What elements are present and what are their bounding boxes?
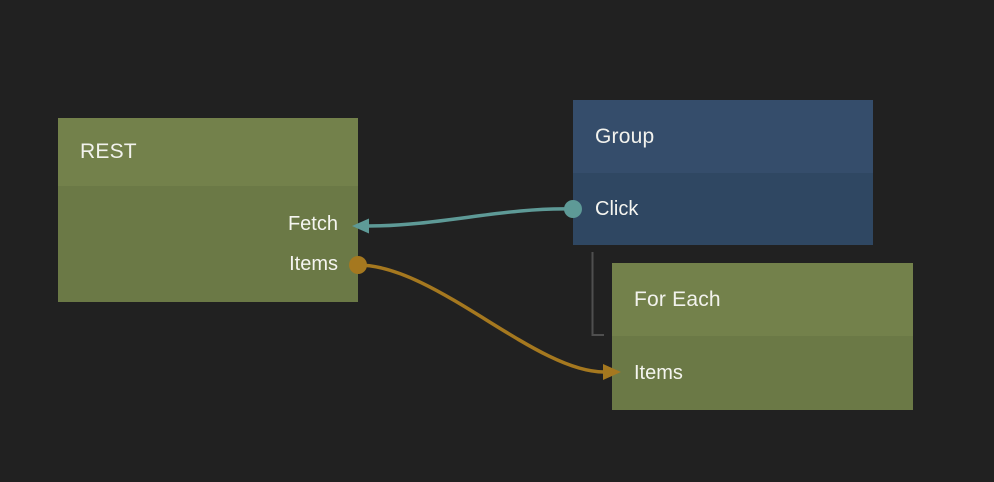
port-foreach-items-label: Items xyxy=(634,361,683,384)
node-foreach-header[interactable]: For Each xyxy=(612,263,913,336)
node-group-title: Group xyxy=(595,124,655,148)
connection-wire[interactable] xyxy=(366,207,575,228)
port-foreach-items[interactable]: Items xyxy=(612,353,913,393)
node-rest-header[interactable]: REST xyxy=(58,118,358,186)
node-rest-title: REST xyxy=(80,140,137,163)
port-rest-items-label: Items xyxy=(289,252,338,275)
port-group-click[interactable]: Click xyxy=(573,189,873,229)
node-foreach-title: For Each xyxy=(634,287,721,311)
connection-wire[interactable] xyxy=(356,263,606,374)
port-rest-fetch[interactable]: Fetch xyxy=(58,204,358,244)
hierarchy-link-group-foreach xyxy=(591,252,604,336)
port-group-click-label: Click xyxy=(595,197,639,220)
node-rest[interactable]: REST Fetch Items xyxy=(58,118,358,302)
port-rest-items[interactable]: Items xyxy=(58,244,358,284)
connection-rest-items-to-foreach-items[interactable] xyxy=(349,256,621,380)
node-group-body: Click xyxy=(573,173,873,245)
node-rest-body: Fetch Items xyxy=(58,186,358,302)
connection-group-click-to-rest-fetch[interactable] xyxy=(352,200,582,234)
port-rest-fetch-label: Fetch xyxy=(287,212,338,235)
node-group-header[interactable]: Group xyxy=(573,100,873,173)
node-foreach[interactable]: For Each Items xyxy=(612,263,913,410)
node-group[interactable]: Group Click xyxy=(573,100,873,245)
node-foreach-body: Items xyxy=(612,336,913,410)
